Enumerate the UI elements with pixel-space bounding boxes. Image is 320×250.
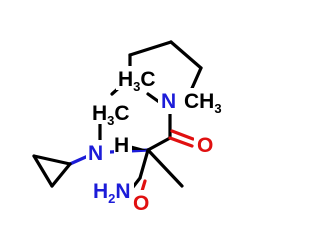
- chemical-structure: H3C H3C N CH3 O N H H2N O: [32, 40, 222, 215]
- methyl-label-2: H3C: [92, 102, 130, 128]
- carbonyl-oxygen-label-2: O: [133, 192, 149, 215]
- ring-nitrogen-label: N: [161, 90, 176, 113]
- carbonyl-double-1b: [170, 129, 195, 141]
- amide-nh2-label: H2N: [93, 180, 131, 206]
- cyclopropyl-ring: [32, 154, 72, 188]
- carbonyl-double-1: [168, 136, 194, 148]
- methyl-label-1: H3C: [118, 68, 156, 94]
- n-methyl-label: CH3: [184, 90, 222, 116]
- cp-bond-3: [50, 162, 72, 188]
- amine-nitrogen-label: N: [88, 142, 103, 165]
- cp-bond-2: [32, 154, 54, 188]
- n-to-cyclopropyl: [68, 154, 90, 166]
- amide-double: [140, 179, 147, 193]
- carbonyl-oxygen-label-1: O: [197, 134, 213, 157]
- ring-bond-2: [169, 40, 203, 70]
- cp-bond-1: [32, 154, 72, 166]
- ring-bond-1: [128, 40, 173, 57]
- alpha-to-methyl: [146, 148, 184, 188]
- stereo-h-label: H: [114, 134, 129, 157]
- alpha-to-amide: [138, 148, 150, 180]
- carbonyl-chain-2: [146, 136, 172, 152]
